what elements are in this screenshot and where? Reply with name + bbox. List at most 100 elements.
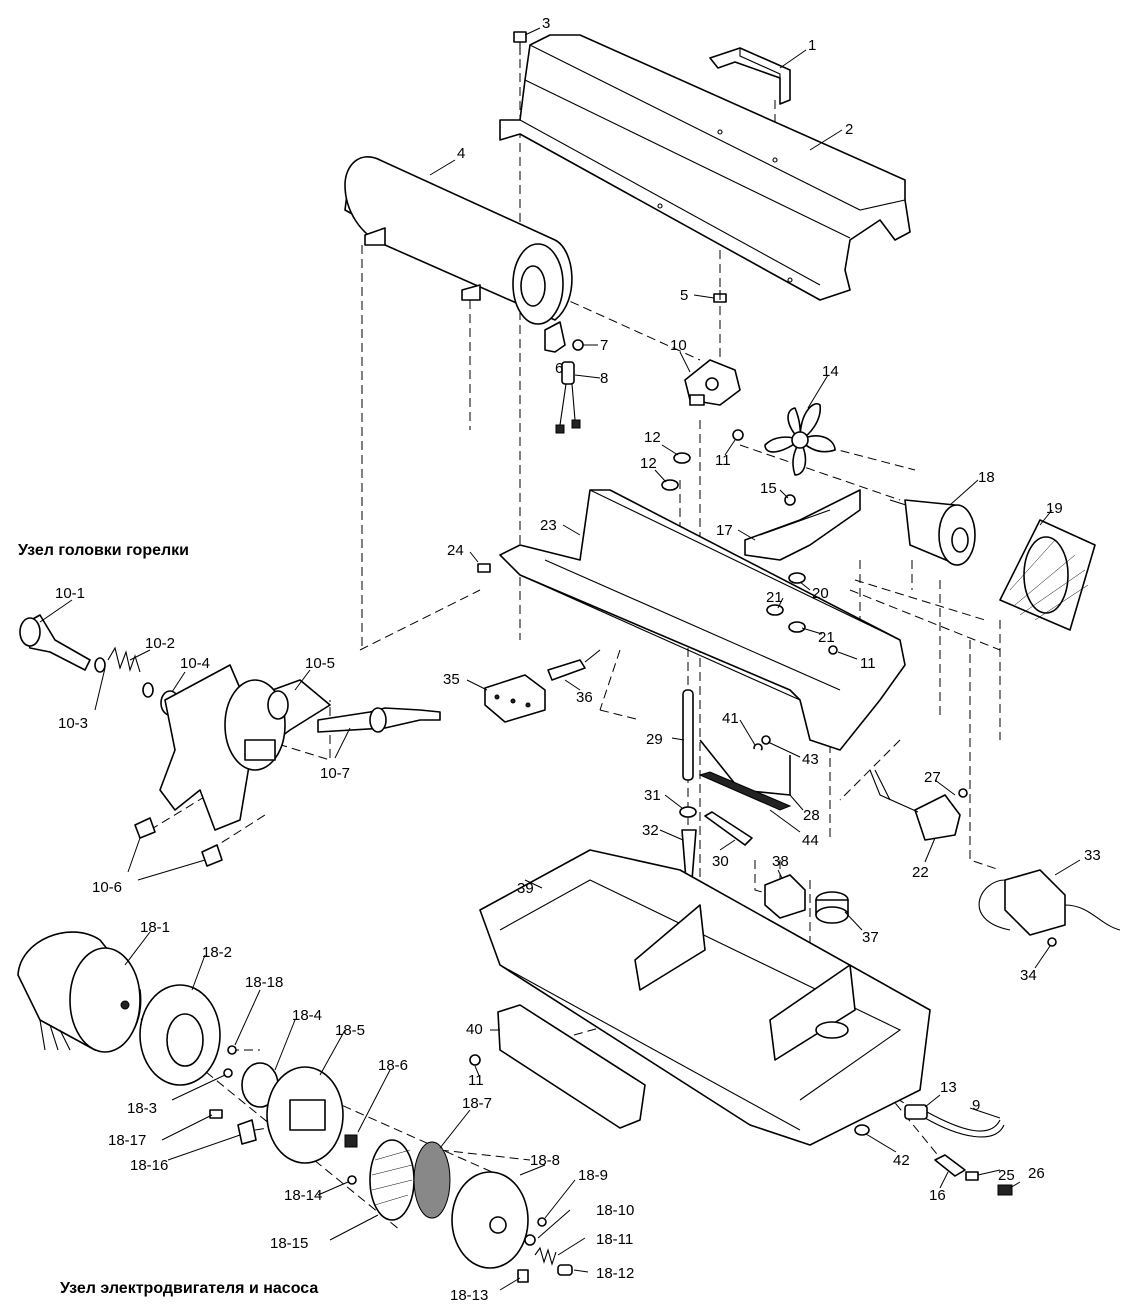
- grommet: [661, 452, 691, 491]
- part-label: 14: [822, 363, 839, 380]
- part-label: 18-17: [108, 1132, 146, 1149]
- wire-harness: [704, 811, 753, 846]
- tube: [682, 689, 694, 781]
- fan-blade: [764, 403, 836, 476]
- part-label: 38: [772, 853, 789, 870]
- part-label: 24: [447, 542, 464, 559]
- part-label: 18-4: [292, 1007, 322, 1024]
- part-label: 3: [542, 15, 550, 32]
- part-label: 18-1: [140, 919, 170, 936]
- fuse-holder: [934, 1154, 966, 1177]
- nut: [854, 1124, 870, 1136]
- spring: [107, 646, 141, 673]
- part-label: 36: [576, 689, 593, 706]
- handle: [709, 47, 791, 105]
- part-label: 29: [646, 731, 663, 748]
- screw: [513, 31, 527, 55]
- pin: [209, 1109, 223, 1119]
- assembly-guide-lines: [129, 45, 1001, 1231]
- part-label: 34: [1020, 967, 1037, 984]
- switch: [869, 769, 961, 841]
- part-label: 39: [517, 880, 534, 897]
- fuel-fitting: [904, 1104, 928, 1120]
- part-label: 10-5: [305, 655, 335, 672]
- screw: [537, 1217, 547, 1227]
- part-label: 11: [468, 1072, 484, 1089]
- gasket: [698, 771, 792, 811]
- part-label: 30: [712, 853, 729, 870]
- part-label: 37: [862, 929, 879, 946]
- screw: [958, 788, 968, 798]
- pump-cover: [451, 1171, 529, 1269]
- part-label: 32: [642, 822, 659, 839]
- part-label: 18: [978, 469, 995, 486]
- part-label: 2: [845, 121, 853, 138]
- part-label: 17: [716, 522, 733, 539]
- part-label: 6: [555, 360, 563, 377]
- terminal-block: [484, 674, 546, 723]
- part-label: 27: [924, 769, 941, 786]
- part-label: 11: [715, 452, 731, 469]
- part-label: 12: [640, 455, 657, 472]
- part-label: 18-3: [127, 1100, 157, 1117]
- cap: [997, 1184, 1013, 1196]
- control-module: [764, 874, 806, 919]
- part-label: 18-14: [284, 1187, 322, 1204]
- part-label: 19: [1046, 500, 1063, 517]
- sensor: [547, 649, 601, 681]
- part-label: 9: [972, 1097, 980, 1114]
- screw: [517, 1269, 529, 1283]
- nozzle-adapter: [19, 614, 91, 671]
- nozzle: [201, 844, 223, 867]
- screw: [1047, 937, 1057, 947]
- part-label: 42: [893, 1152, 910, 1169]
- part-label: 13: [940, 1079, 957, 1096]
- part-label: 44: [802, 832, 819, 849]
- part-label: 28: [803, 807, 820, 824]
- grommet: [679, 806, 697, 818]
- part-label: 4: [457, 145, 465, 162]
- grommet: [788, 572, 806, 584]
- burner-head-body: [159, 664, 331, 831]
- part-label: 18-10: [596, 1202, 634, 1219]
- screw: [713, 290, 727, 303]
- filter-screen: [369, 1139, 415, 1221]
- part-label: 12: [644, 429, 661, 446]
- screw: [828, 645, 838, 655]
- nozzle: [134, 817, 156, 839]
- part-label: 10-7: [320, 765, 350, 782]
- side-panel: [497, 1004, 646, 1129]
- part-label: 40: [466, 1021, 483, 1038]
- fuse: [965, 1171, 979, 1181]
- burner-head-small: [684, 359, 741, 406]
- fuel-line: [699, 739, 791, 796]
- part-label: 18-2: [202, 944, 232, 961]
- fuel-hose: [924, 1111, 1005, 1138]
- part-label: 1: [808, 37, 816, 54]
- igniter-rod: [317, 707, 441, 733]
- part-label: 18-5: [335, 1022, 365, 1039]
- part-label: 18-6: [378, 1057, 408, 1074]
- part-label: 10-2: [145, 635, 175, 652]
- pump-body: [266, 1066, 344, 1164]
- adapter-ring: [139, 984, 221, 1086]
- screw: [227, 1045, 237, 1055]
- part-label: 18-12: [596, 1265, 634, 1282]
- part-label: 7: [600, 337, 608, 354]
- pump-motor-body: [17, 931, 142, 1053]
- fan-guard: [999, 519, 1096, 631]
- part-label: 23: [540, 517, 557, 534]
- screw: [572, 339, 584, 351]
- part-label: 18-15: [270, 1235, 308, 1252]
- part-label: 18-13: [450, 1287, 488, 1304]
- part-label: 33: [1084, 847, 1101, 864]
- part-label: 16: [929, 1187, 946, 1204]
- part-label: 10-4: [180, 655, 210, 672]
- screw: [732, 429, 744, 441]
- part-label: 10-3: [58, 715, 88, 732]
- filter-element: [413, 1141, 451, 1219]
- transformer: [978, 869, 1121, 936]
- part-label: 18-16: [130, 1157, 168, 1174]
- part-label: 18-7: [462, 1095, 492, 1112]
- clip: [477, 563, 491, 573]
